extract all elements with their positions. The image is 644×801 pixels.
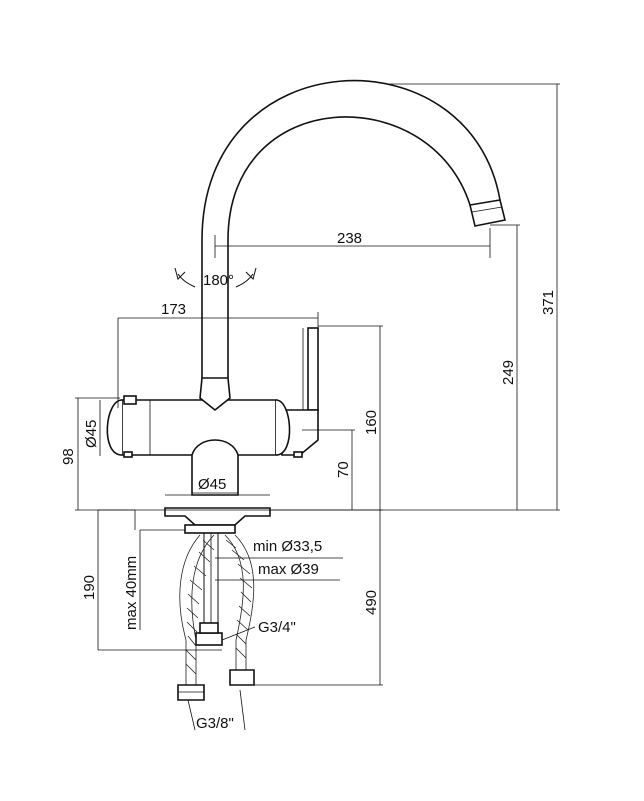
- spout-height-dimension: 249: [500, 360, 517, 385]
- mounting-shank: [195, 532, 223, 646]
- lever-base-dimension: 70: [335, 461, 352, 478]
- hose-thread-label: G3/4": [258, 619, 296, 636]
- mixer-body: [106, 377, 303, 458]
- body-height-dimension: 98: [60, 448, 77, 465]
- counter-max-dimension: max 40mm: [123, 556, 140, 630]
- lever-handle: [281, 327, 319, 456]
- dimension-labels: 238 180° 173 371 249 160 70 98 Ø45 Ø45 m…: [60, 230, 557, 732]
- rotation-label: 180°: [203, 272, 234, 289]
- dimension-lines: [75, 83, 560, 731]
- hole-max-label: max Ø39: [258, 561, 319, 578]
- hose-left: [177, 534, 215, 701]
- total-height-dimension: 371: [540, 290, 557, 315]
- lever-height-dimension: 160: [363, 410, 380, 435]
- reach-dimension: 238: [337, 230, 362, 247]
- body-diameter-dimension: Ø45: [83, 420, 100, 448]
- shank-length-dimension: 190: [81, 575, 98, 600]
- body-width-dimension: 173: [161, 301, 186, 318]
- rotation-arrows: [174, 267, 257, 288]
- base-column: [164, 439, 271, 534]
- connection-thread-label: G3/8": [196, 715, 234, 732]
- hose-length-dimension: 490: [363, 590, 380, 615]
- base-diameter-dimension: Ø45: [198, 476, 226, 493]
- spout: [201, 79, 506, 378]
- hose-right: [224, 534, 255, 686]
- hole-min-label: min Ø33,5: [253, 538, 322, 555]
